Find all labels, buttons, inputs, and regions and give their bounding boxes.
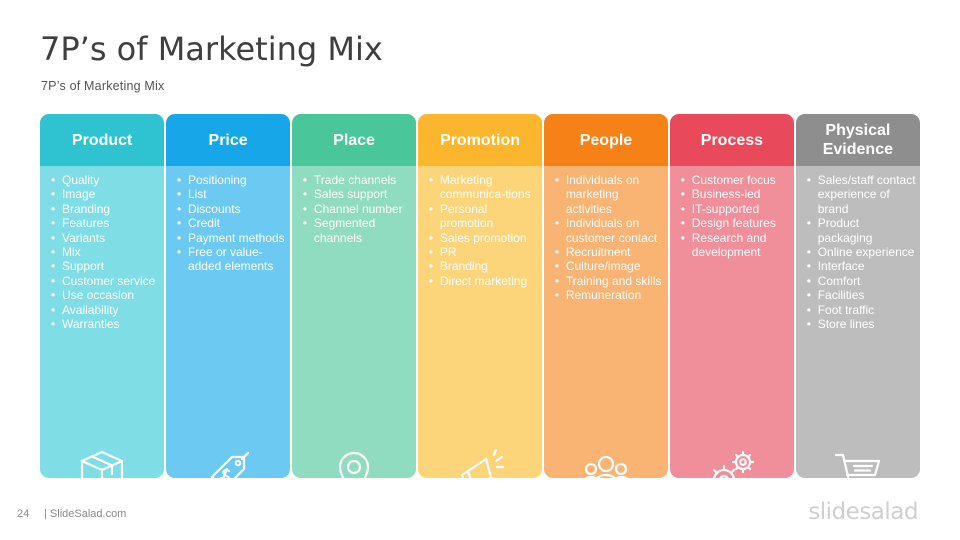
column-body: Trade channels Sales support Channel num…	[291, 166, 417, 478]
list-item: Trade channels	[303, 173, 412, 188]
column-body: Quality Image Branding Features Variants…	[40, 166, 165, 478]
list-item: Quality	[51, 173, 160, 188]
list-item: Product packaging	[807, 216, 916, 245]
list-item: Free or value-added elements	[177, 245, 286, 274]
list-item: List	[177, 187, 286, 202]
list-item: Business-led	[681, 187, 790, 202]
marketing-mix-columns: Product Quality Image Branding Features …	[40, 114, 921, 478]
list-item: Branding	[51, 202, 160, 217]
list-item: Training and skills	[555, 274, 664, 289]
list-item: Foot traffic	[807, 303, 916, 318]
list-item: Design features	[681, 216, 790, 231]
column-place: Place Trade channels Sales support Chann…	[291, 114, 417, 478]
item-list: Quality Image Branding Features Variants…	[40, 166, 164, 332]
list-item: Sales/staff contact experience of brand	[807, 173, 916, 216]
column-body: Customer focus Business-led IT-supported…	[669, 166, 795, 478]
item-list: Customer focus Business-led IT-supported…	[670, 166, 794, 259]
column-product: Product Quality Image Branding Features …	[40, 114, 165, 478]
list-item: Support	[51, 259, 160, 274]
item-list: Sales/staff contact experience of brand …	[796, 166, 920, 332]
list-item: Use occasion	[51, 288, 160, 303]
list-item: Culture/image	[555, 259, 664, 274]
column-header: Price	[165, 114, 291, 166]
column-process: Process Customer focus Business-led IT-s…	[669, 114, 795, 478]
column-header: Process	[669, 114, 795, 166]
list-item: Branding	[429, 259, 538, 274]
shopping-cart-icon	[832, 447, 884, 478]
people-group-icon	[580, 447, 632, 478]
column-header: Promotion	[417, 114, 543, 166]
box-icon	[76, 447, 128, 478]
item-list: Individuals on marketing activities Indi…	[544, 166, 668, 303]
item-list: Positioning List Discounts Credit Paymen…	[166, 166, 290, 274]
list-item: Online experience	[807, 245, 916, 260]
footer-website: | SlideSalad.com	[44, 508, 127, 520]
list-item: Recruitment	[555, 245, 664, 260]
item-list: Marketing communica-tions Personal promo…	[418, 166, 542, 289]
column-body: Positioning List Discounts Credit Paymen…	[165, 166, 291, 478]
column-body: Marketing communica-tions Personal promo…	[417, 166, 543, 478]
gears-icon	[706, 447, 758, 478]
list-item: Marketing communica-tions	[429, 173, 538, 202]
list-item: Facilities	[807, 288, 916, 303]
column-price: Price Positioning List Discounts Credit …	[165, 114, 291, 478]
slide-subtitle: 7P’s of Marketing Mix	[41, 79, 165, 93]
list-item: PR	[429, 245, 538, 260]
list-item: Remuneration	[555, 288, 664, 303]
item-list: Trade channels Sales support Channel num…	[292, 166, 416, 245]
megaphone-icon	[454, 447, 506, 478]
column-header: People	[543, 114, 669, 166]
list-item: Individuals on customer contact	[555, 216, 664, 245]
list-item: Positioning	[177, 173, 286, 188]
list-item: Image	[51, 187, 160, 202]
list-item: Direct marketing	[429, 274, 538, 289]
list-item: Sales support	[303, 187, 412, 202]
list-item: Comfort	[807, 274, 916, 289]
list-item: IT-supported	[681, 202, 790, 217]
column-people: People Individuals on marketing activiti…	[543, 114, 669, 478]
list-item: Store lines	[807, 317, 916, 332]
list-item: Customer service	[51, 274, 160, 289]
column-body: Sales/staff contact experience of brand …	[795, 166, 921, 478]
list-item: Individuals on marketing activities	[555, 173, 664, 216]
slide-title: 7P’s of Marketing Mix	[40, 30, 383, 68]
list-item: Warranties	[51, 317, 160, 332]
column-promotion: Promotion Marketing communica-tions Pers…	[417, 114, 543, 478]
brand-logo: slidesalad	[808, 499, 918, 525]
list-item: Channel number	[303, 202, 412, 217]
list-item: Segmented channels	[303, 216, 412, 245]
list-item: Discounts	[177, 202, 286, 217]
list-item: Availability	[51, 303, 160, 318]
list-item: Variants	[51, 231, 160, 246]
list-item: Payment methods	[177, 231, 286, 246]
list-item: Mix	[51, 245, 160, 260]
list-item: Personal promotion	[429, 202, 538, 231]
column-header: Place	[291, 114, 417, 166]
column-body: Individuals on marketing activities Indi…	[543, 166, 669, 478]
column-header: Physical Evidence	[795, 114, 921, 166]
list-item: Features	[51, 216, 160, 231]
list-item: Sales promotion	[429, 231, 538, 246]
list-item: Credit	[177, 216, 286, 231]
price-tag-icon	[202, 447, 254, 478]
list-item: Customer focus	[681, 173, 790, 188]
list-item: Interface	[807, 259, 916, 274]
page-number: 24	[17, 508, 30, 520]
location-pin-icon	[328, 447, 380, 478]
list-item: Research and development	[681, 231, 790, 260]
column-physical-evidence: Physical Evidence Sales/staff contact ex…	[795, 114, 921, 478]
column-header: Product	[40, 114, 165, 166]
